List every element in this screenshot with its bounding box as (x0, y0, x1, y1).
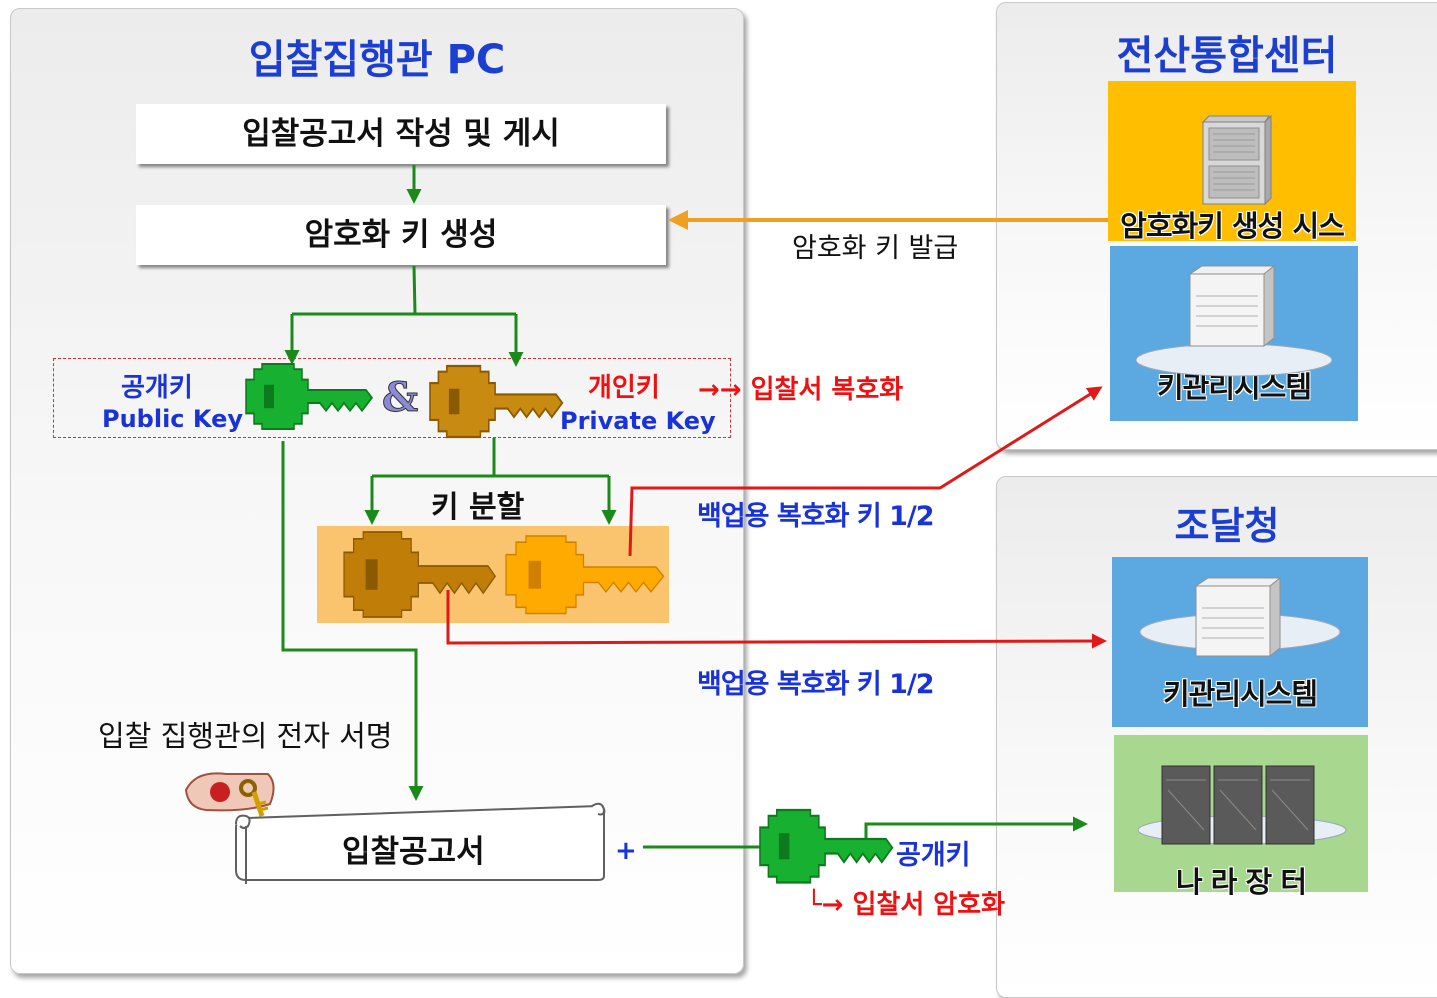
rack-server-icon (1201, 114, 1272, 206)
red-backup-arrows (446, 386, 1107, 649)
backup-key-label-1: 백업용 복호화 키 1/2 (697, 501, 935, 532)
ampersand-label: & (381, 374, 419, 422)
procurement-key-mgmt-label: 키관리시스템 (1162, 677, 1318, 711)
key-pair-region (53, 358, 731, 438)
bottom-public-key-label: 공개키 (896, 840, 971, 871)
procurement-key-server-icon (1139, 576, 1341, 658)
digital-signature-label: 입찰 집행관의 전자 서명 (98, 719, 393, 753)
public-key-label-en: Public Key (102, 405, 243, 433)
public-key-label-ko: 공개키 (121, 373, 193, 403)
green-flow-arrows (281, 165, 1088, 849)
procurement-service-title: 조달청 (1174, 504, 1280, 548)
private-key-label-ko: 개인키 (588, 373, 660, 403)
integrated-computing-center-title: 전산통합센터 (1116, 33, 1338, 79)
bid-notice-doc-label: 입찰공고서 (342, 834, 485, 870)
bottom-public-key-icon (758, 808, 894, 884)
private-key-label-en: Private Key (560, 407, 716, 435)
public-key-icon (245, 363, 373, 430)
narajangteo-label: 나 라 장 터 (1175, 865, 1307, 899)
private-key-use-label: →→ 입찰서 복호화 (698, 375, 904, 405)
key-issue-label: 암호화 키 발급 (792, 233, 959, 264)
plus-sign: + (615, 836, 637, 866)
key-split-label: 키 분할 (431, 490, 525, 525)
narajangteo-server-icon (1137, 765, 1347, 845)
private-key-icon (428, 364, 564, 439)
bid-notice-scroll (235, 802, 606, 884)
bid-encryption-label: └→ 입찰서 암호화 (806, 890, 1006, 920)
digital-signature-icon (184, 772, 275, 817)
split-key-2-icon (505, 535, 665, 615)
backup-key-label-2: 백업용 복호화 키 1/2 (697, 669, 935, 700)
bid-notice-create-box: 입찰공고서 작성 및 게시 (136, 104, 666, 164)
bid-officer-pc-title: 입찰집행관 PC (248, 37, 506, 83)
key-generation-box: 암호화 키 생성 (136, 205, 666, 265)
center-key-server-icon (1135, 264, 1333, 377)
split-key-1-icon (343, 531, 497, 618)
